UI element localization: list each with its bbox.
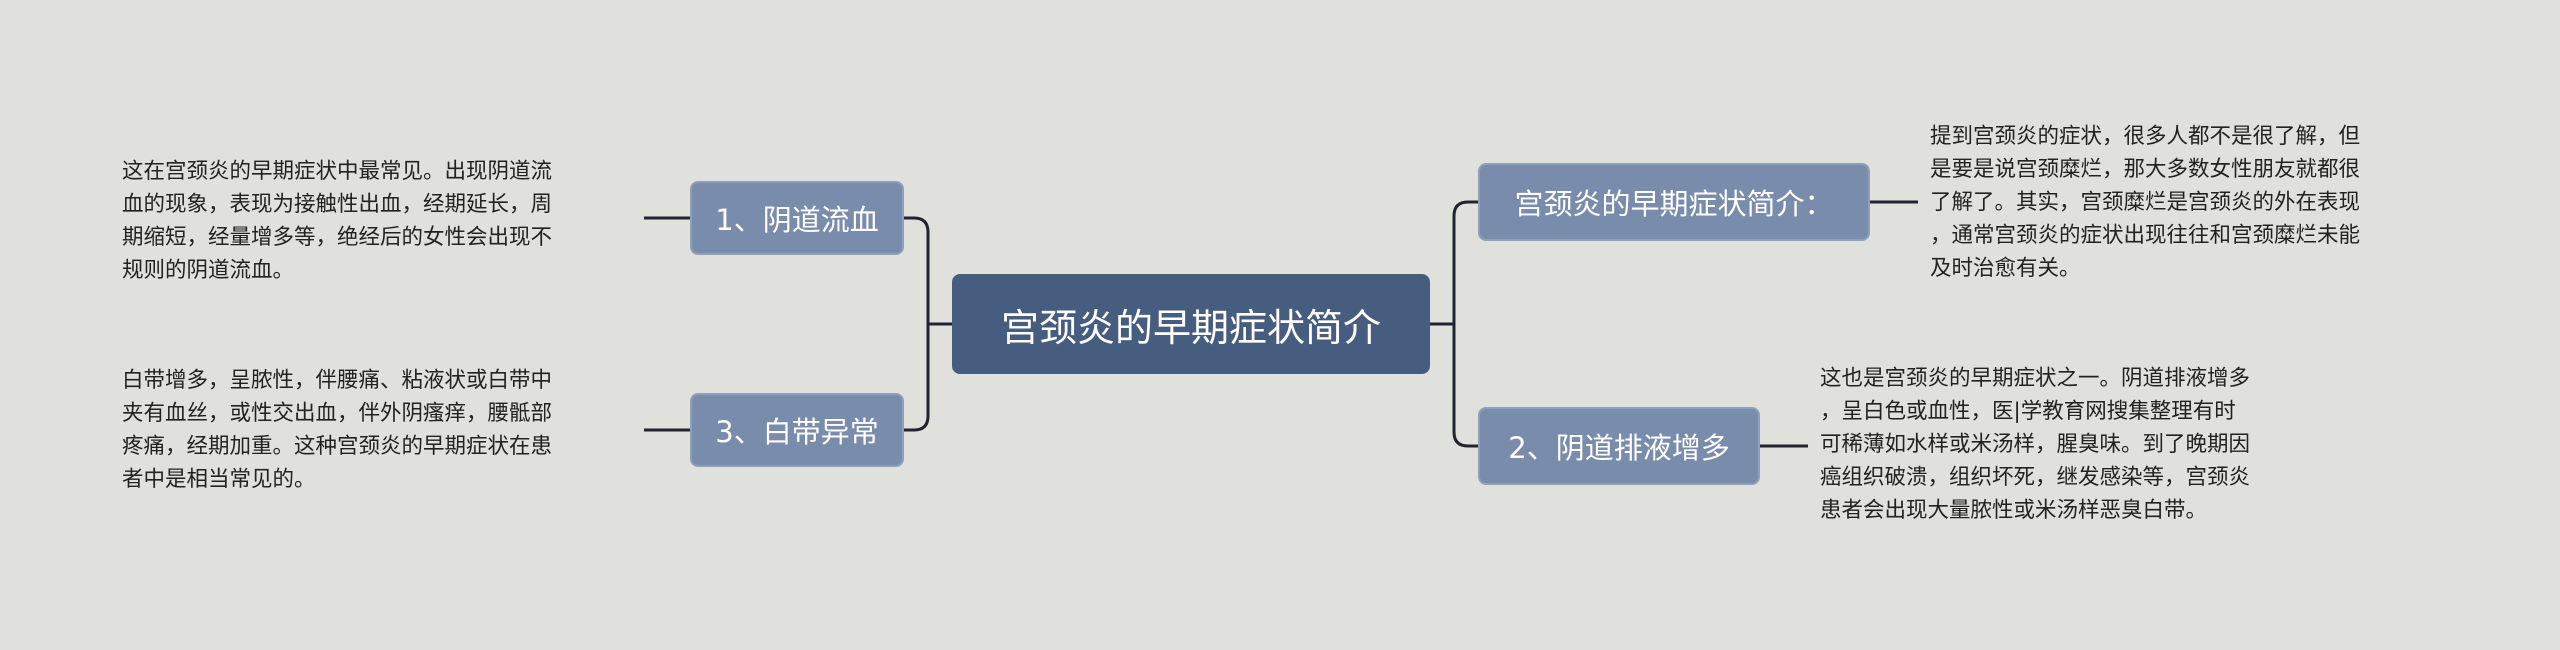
branch-leukorrhea-label: 3、白带异常 [715,415,879,449]
root-topic[interactable]: 宫颈炎的早期症状简介 [952,274,1430,374]
branch-intro-label: 宫颈炎的早期症状简介： [1514,187,1834,221]
note-leukorrhea: 白带增多，呈脓性，伴腰痛、粘液状或白带中 夹有血丝，或性交出血，伴外阴瘙痒，腰骶… [122,368,553,492]
branch-leukorrhea[interactable]: 3、白带异常 [690,393,904,467]
branch-bleeding[interactable]: 1、阴道流血 [690,181,904,255]
branch-bleeding-label: 1、阴道流血 [715,203,879,237]
root-topic-label: 宫颈炎的早期症状简介 [1000,305,1381,350]
note-discharge: 这也是宫颈炎的早期症状之一。阴道排液增多 ，呈白色或血性，医|学教育网搜集整理有… [1820,366,2251,523]
branch-discharge[interactable]: 2、阴道排液增多 [1478,407,1760,485]
branch-intro[interactable]: 宫颈炎的早期症状简介： [1478,163,1870,241]
note-intro: 提到宫颈炎的症状，很多人都不是很了解，但 是要是说宫颈糜烂，那大多数女性朋友就都… [1930,124,2361,281]
note-bleeding: 这在宫颈炎的早期症状中最常见。出现阴道流 血的现象，表现为接触性出血，经期延长，… [122,159,553,283]
branch-discharge-label: 2、阴道排液增多 [1508,431,1730,465]
connector-root-to-left-branches [904,216,952,432]
connector-root-to-right-branches [1430,200,1478,448]
